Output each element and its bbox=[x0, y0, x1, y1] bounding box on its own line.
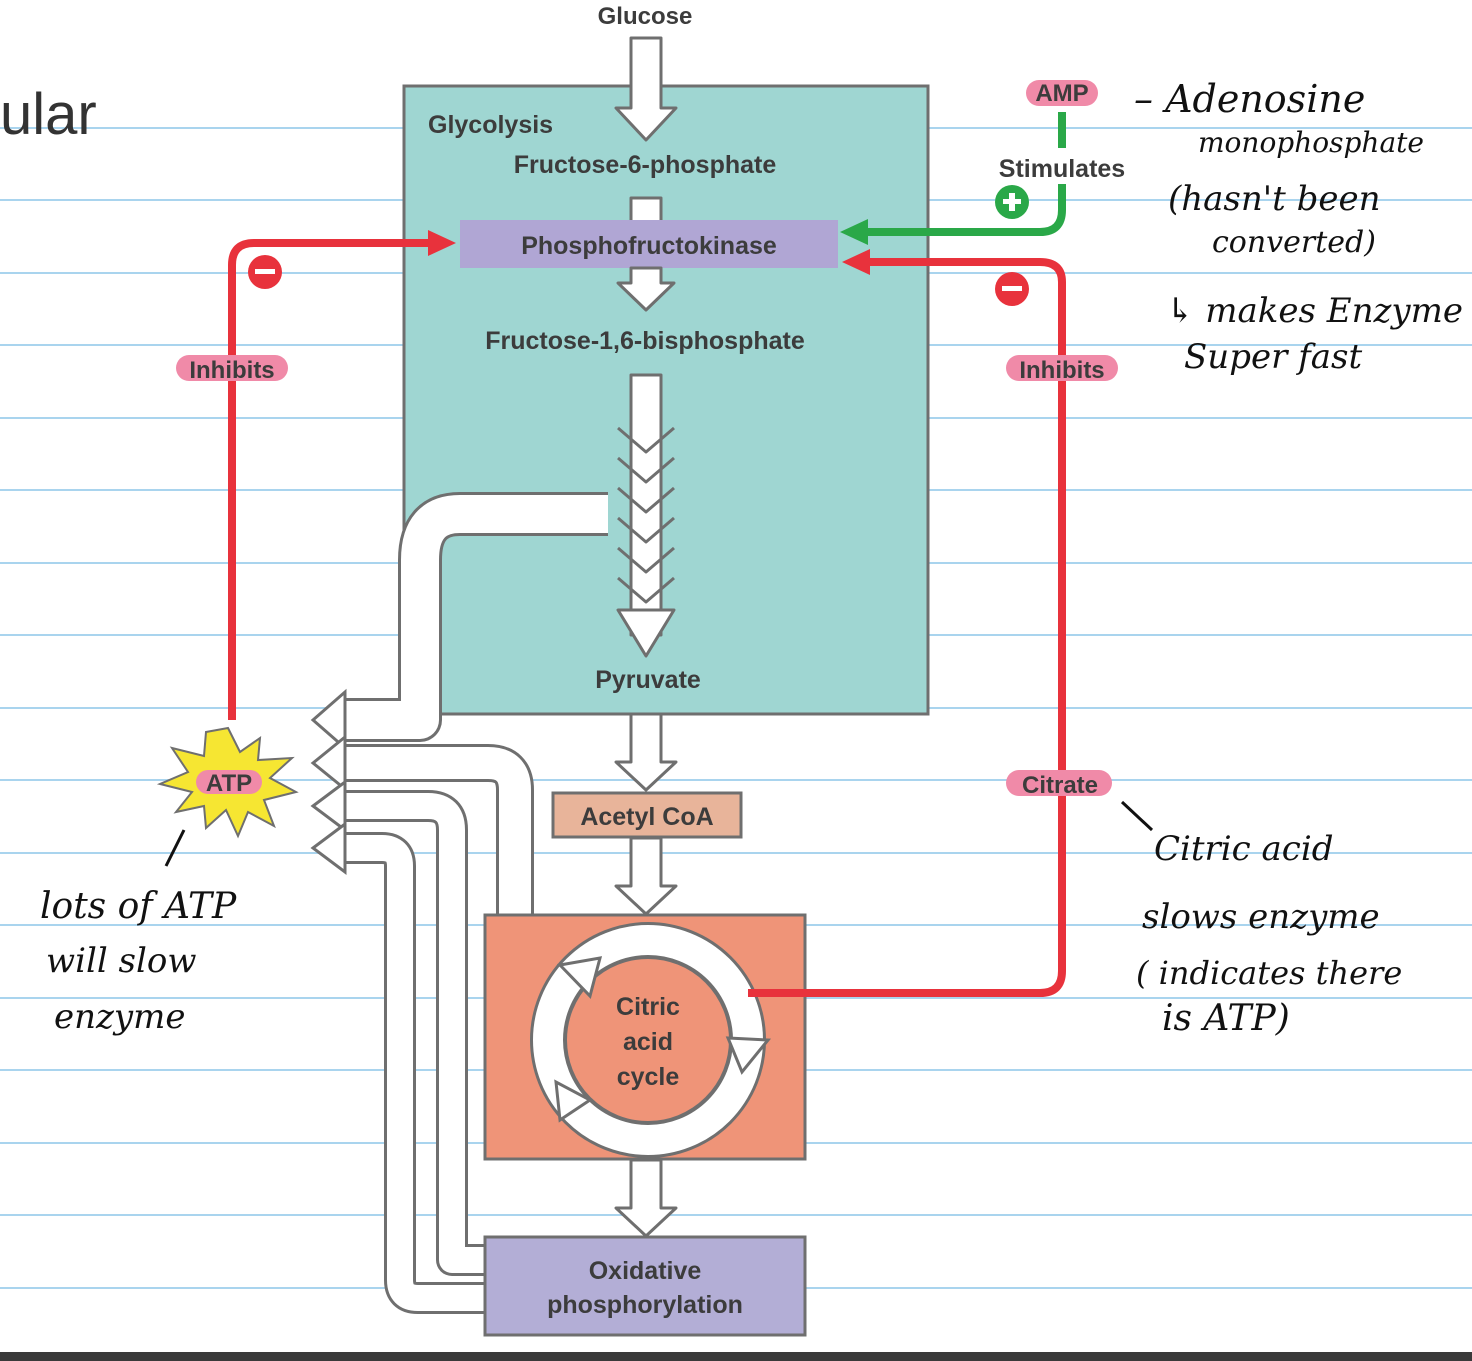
note-atp-pointer bbox=[164, 829, 186, 867]
note-amp-1: – Adenosine bbox=[1134, 77, 1365, 121]
glucose-label: Glucose bbox=[598, 3, 693, 30]
cycle-arrow bbox=[614, 1158, 678, 1238]
bottom-bar bbox=[0, 1352, 1472, 1361]
amp-highlight bbox=[1026, 80, 1098, 106]
fructose-6-phosphate-label: Fructose-6-phosphate bbox=[514, 151, 777, 179]
cycle-ring bbox=[530, 922, 772, 1158]
cycle-atp-pipe bbox=[310, 733, 534, 918]
atp-inhibition-path bbox=[176, 230, 456, 720]
amp-stimulation-path bbox=[840, 80, 1098, 245]
fructose-bisphosphate-label: Fructose-1,6-bisphosphate bbox=[485, 327, 805, 355]
minus-sign-right bbox=[1002, 286, 1022, 291]
note-amp-4: converted) bbox=[1212, 225, 1376, 260]
phosphofructokinase-box bbox=[460, 220, 838, 268]
citrate-highlight bbox=[1006, 770, 1112, 796]
note-fast-2: Super fast bbox=[1184, 337, 1362, 377]
glycolysis-steps-arrow bbox=[616, 373, 676, 658]
pyruvate-label: Pyruvate bbox=[595, 666, 701, 694]
glycolysis-atp-pipe bbox=[310, 492, 608, 752]
note-fast-1: ↳ makes Enzyme bbox=[1166, 291, 1463, 331]
note-amp-3: (hasn't been bbox=[1168, 179, 1381, 219]
citrate-inhibition-path bbox=[748, 249, 1118, 997]
note-citrate-pointer bbox=[1120, 800, 1154, 832]
note-atp-2: will slow bbox=[46, 941, 196, 981]
note-cit-3: ( indicates there bbox=[1136, 954, 1402, 992]
stimulates-label: Stimulates bbox=[999, 155, 1125, 183]
inhibits-left-label: Inhibits bbox=[189, 357, 274, 384]
inhibits-right-highlight bbox=[1006, 355, 1118, 381]
acetyl-arrow bbox=[614, 836, 678, 916]
citrate-label: Citrate bbox=[1022, 772, 1098, 799]
cycle-label-line2: acid bbox=[623, 1028, 673, 1056]
atp-starburst bbox=[156, 726, 299, 839]
note-cit-1: Citric acid bbox=[1154, 829, 1333, 869]
note-atp-3: enzyme bbox=[54, 997, 186, 1037]
oxphos-label-line2: phosphorylation bbox=[547, 1291, 743, 1319]
inhibits-left-highlight bbox=[176, 355, 288, 381]
slide-title-fragment: ular bbox=[0, 82, 97, 147]
note-atp-1: lots of ATP bbox=[40, 886, 237, 927]
pyruvate-arrow bbox=[614, 712, 678, 792]
atp-label: ATP bbox=[206, 770, 252, 797]
pfk-arrow bbox=[616, 266, 676, 312]
note-cit-2: slows enzyme bbox=[1142, 897, 1380, 937]
f6p-arrow bbox=[629, 196, 663, 224]
glycolysis-label: Glycolysis bbox=[428, 111, 553, 139]
phosphofructokinase-label: Phosphofructokinase bbox=[521, 232, 777, 260]
oxidative-phosphorylation-box bbox=[483, 1235, 807, 1337]
glucose-arrow bbox=[614, 36, 678, 142]
cycle-label-line1: Citric bbox=[616, 993, 680, 1021]
amp-label: AMP bbox=[1035, 80, 1088, 107]
handwritten-notes: – Adenosine monophosphate (hasn't been c… bbox=[40, 77, 1463, 1039]
minus-sign-left bbox=[255, 269, 275, 274]
note-cit-4: is ATP) bbox=[1162, 998, 1290, 1039]
oxphos-atp-pipes bbox=[310, 779, 490, 1314]
acetyl-coa-label: Acetyl CoA bbox=[580, 803, 713, 831]
oxphos-label-line1: Oxidative bbox=[589, 1257, 702, 1285]
note-amp-2: monophosphate bbox=[1198, 126, 1424, 159]
inhibits-right-label: Inhibits bbox=[1019, 357, 1104, 384]
plus-sign-v bbox=[1009, 193, 1015, 211]
cycle-label-line3: cycle bbox=[617, 1063, 680, 1091]
